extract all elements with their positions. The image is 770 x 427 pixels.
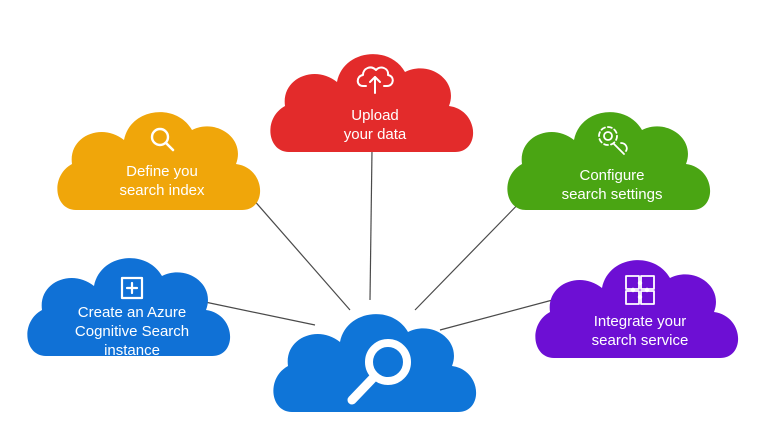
connector-create: [204, 301, 316, 326]
connector-integrate: [439, 297, 561, 331]
connector-lines: [204, 149, 561, 331]
gear-wrench-icon: [598, 126, 628, 155]
integrate-cloud: Integrate your search service: [535, 260, 739, 358]
configure-label-line2: search settings: [562, 186, 663, 203]
create-label-line1: Create an Azure: [78, 304, 186, 321]
upload-label-line2: your data: [344, 126, 407, 143]
configure-label-line1: Configure: [579, 167, 644, 184]
connector-configure: [414, 191, 531, 311]
define-index-label-line1: Define you: [126, 163, 198, 180]
create-cloud: Create an Azure Cognitive Search instanc…: [27, 258, 231, 359]
define-index-cloud: Define you search index: [57, 112, 261, 210]
center-cloud: [273, 314, 477, 412]
define-index-label-line2: search index: [119, 182, 205, 199]
cloud-upload-icon: [356, 66, 394, 94]
search-icon: [150, 127, 175, 152]
create-label-line3: instance: [104, 342, 160, 359]
magnifier-icon: [347, 339, 411, 405]
connector-define-index: [244, 189, 351, 311]
configure-cloud: Configure search settings: [507, 112, 711, 210]
integrate-label-line2: search service: [592, 332, 689, 349]
upload-cloud: Upload your data: [270, 54, 474, 152]
create-label-line2: Cognitive Search: [75, 323, 189, 340]
integrate-label-line1: Integrate your: [594, 313, 687, 330]
connector-upload: [369, 149, 373, 301]
add-box-icon: [120, 276, 144, 300]
puzzle-icon: [625, 275, 655, 305]
upload-label-line1: Upload: [351, 107, 399, 124]
